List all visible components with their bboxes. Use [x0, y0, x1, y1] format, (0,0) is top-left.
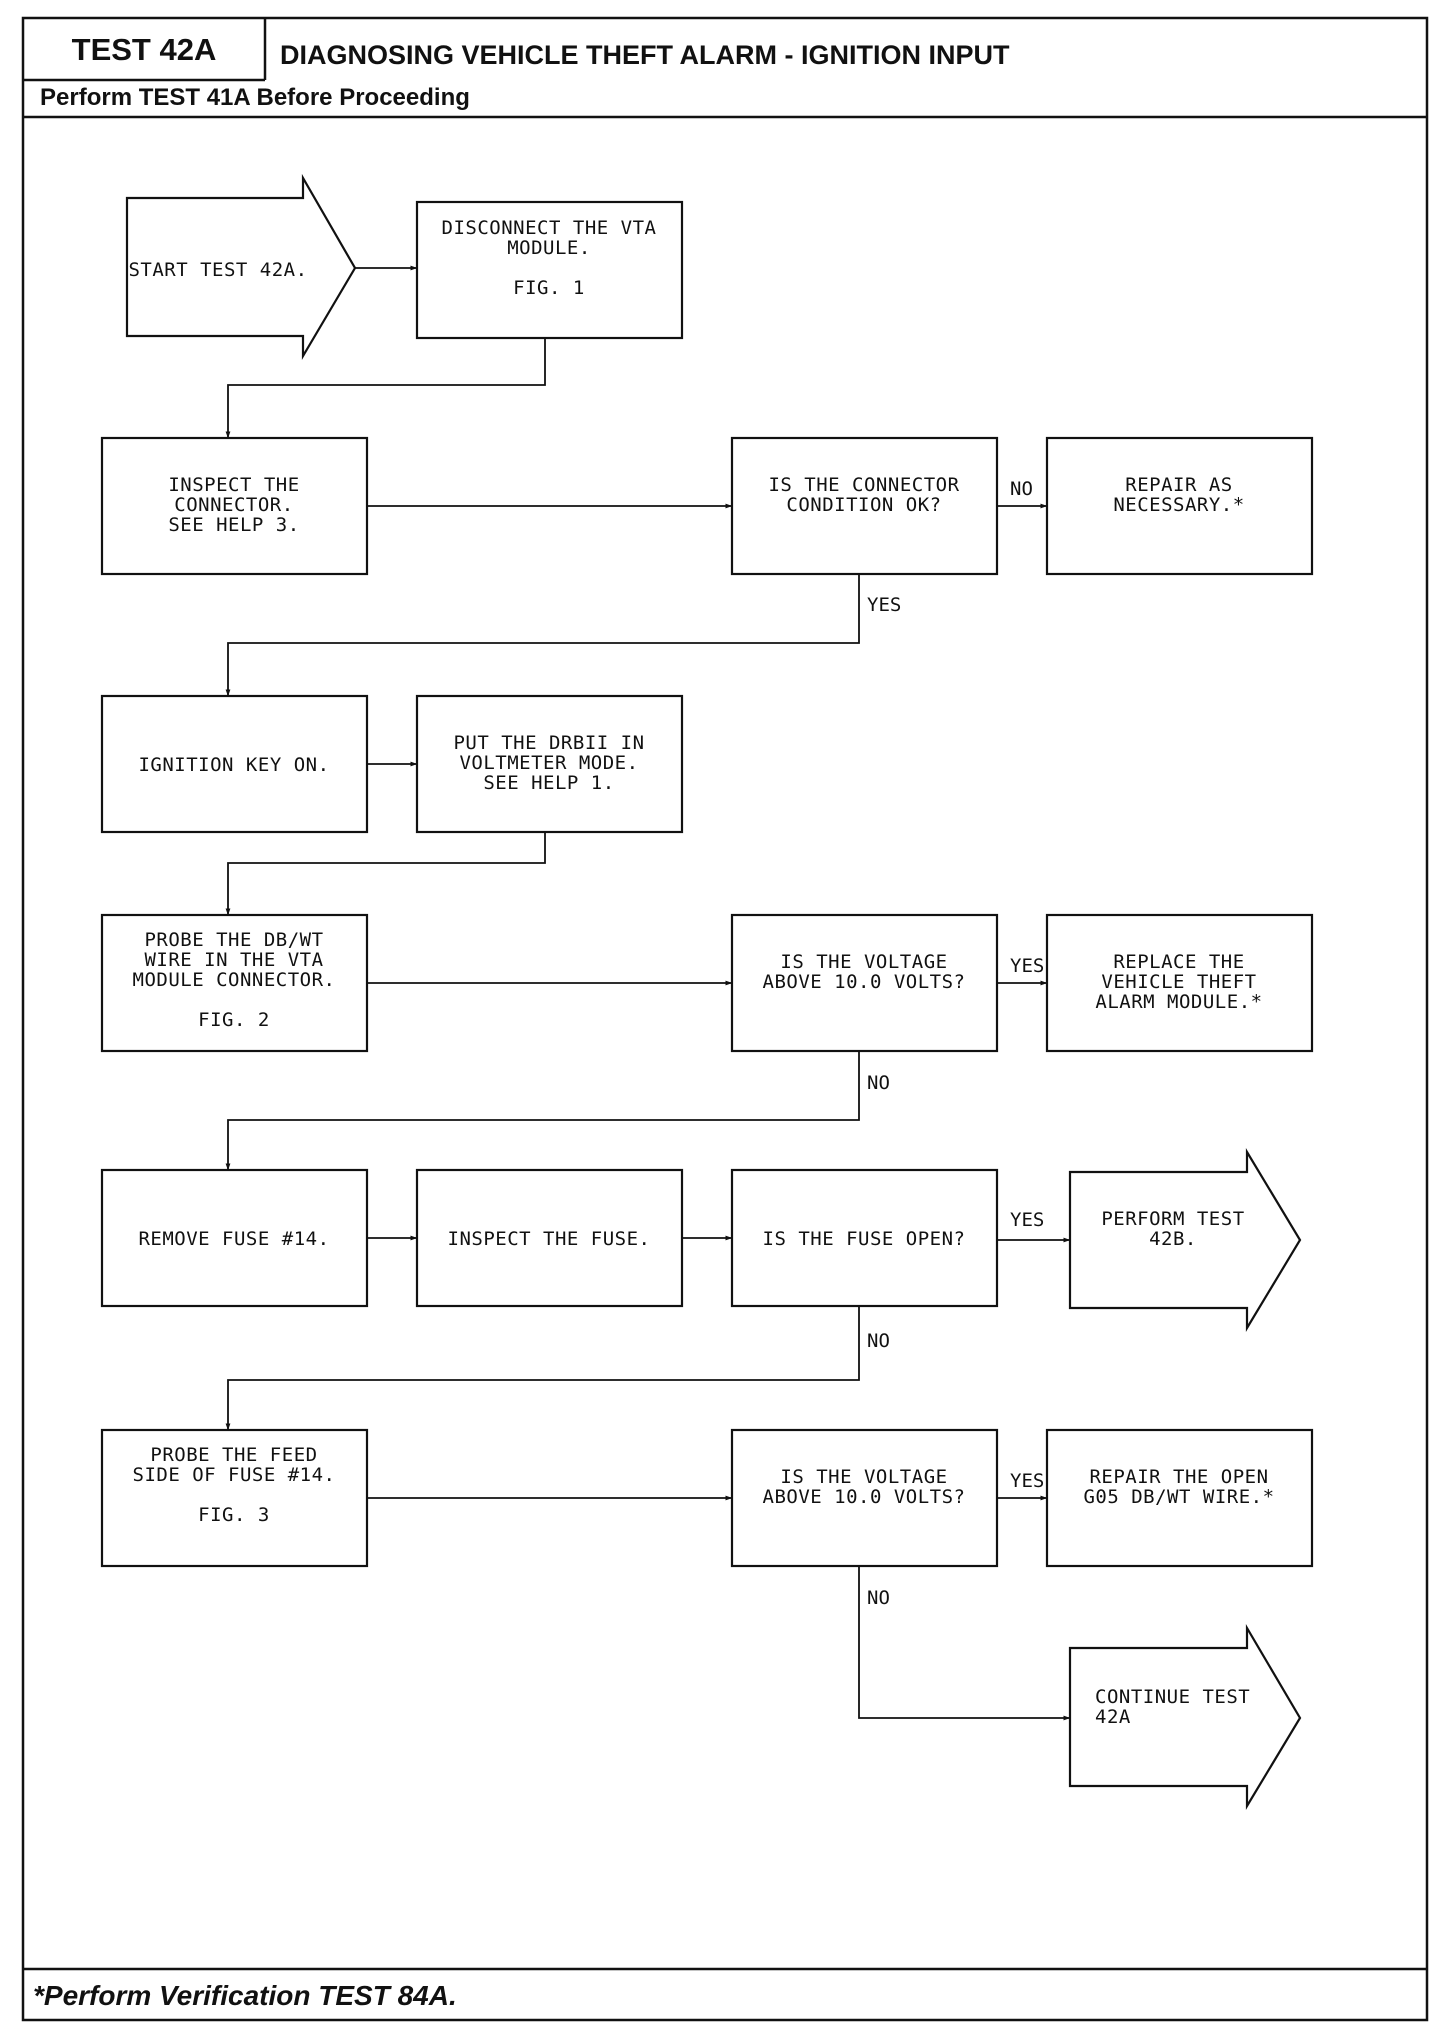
node-line: VOLTMETER MODE. [459, 752, 638, 774]
node-line: CONDITION OK? [786, 494, 941, 516]
connector-voltage-q1-no [225, 1051, 860, 1171]
node-line: IS THE FUSE OPEN? [763, 1228, 966, 1250]
node-line: SEE HELP 1. [483, 772, 614, 794]
page-subtitle: Perform TEST 41A Before Proceeding [40, 84, 470, 111]
label-yes-fuse-open: YES [1010, 1209, 1044, 1231]
label-no-fuse-open: NO [867, 1330, 890, 1352]
node-line: MODULE. [507, 237, 591, 259]
node-line: ABOVE 10.0 VOLTS? [763, 971, 966, 993]
node-line: FIG. 1 [513, 277, 585, 299]
node-line: IS THE VOLTAGE [780, 1466, 947, 1488]
node-line: 42A [1095, 1706, 1131, 1728]
node-line: REPAIR THE OPEN [1089, 1466, 1268, 1488]
node-line: ALARM MODULE.* [1095, 991, 1262, 1013]
node-line: IS THE VOLTAGE [780, 951, 947, 973]
connector-question-yes [225, 574, 860, 697]
label-no-connector: NO [1010, 478, 1033, 500]
label-yes-voltage-q2: YES [1010, 1470, 1044, 1492]
label-yes-connector: YES [867, 594, 901, 616]
node-line: WIRE IN THE VTA [144, 949, 323, 971]
start-arrow-shape [125, 173, 357, 361]
node-line: VEHICLE THEFT [1101, 971, 1256, 993]
node-line: INSPECT THE [168, 474, 299, 496]
node-line: FIG. 3 [198, 1504, 270, 1526]
node-line: IGNITION KEY ON. [138, 754, 329, 776]
node-line: REPLACE THE [1113, 951, 1244, 973]
inspect-fuse-text: INSPECT THE FUSE. [448, 1228, 651, 1250]
ignition-on-text: IGNITION KEY ON. [138, 754, 329, 776]
perform-42b-arrow-shape [1068, 1148, 1302, 1332]
node-line: ABOVE 10.0 VOLTS? [763, 1486, 966, 1508]
node-line: 42B. [1149, 1228, 1197, 1250]
label-no-voltage-q2: NO [867, 1587, 890, 1609]
node-line: START TEST 42A. [128, 259, 307, 281]
node-line: SIDE OF FUSE #14. [133, 1464, 336, 1486]
connector-fuse-open-no [225, 1306, 860, 1431]
node-line: REMOVE FUSE #14. [138, 1228, 329, 1250]
node-line: CONNECTOR. [174, 494, 293, 516]
node-line: INSPECT THE FUSE. [448, 1228, 651, 1250]
footer-note: *Perform Verification TEST 84A. [33, 1980, 457, 2011]
node-line: DISCONNECT THE VTA [442, 217, 657, 239]
remove-fuse-text: REMOVE FUSE #14. [138, 1228, 329, 1250]
label-no-voltage-q1: NO [867, 1072, 890, 1094]
node-line [228, 1484, 240, 1506]
connector-drbii-to-probe [225, 832, 546, 916]
node-line: CONTINUE TEST [1095, 1686, 1250, 1708]
node-line: PERFORM TEST [1101, 1208, 1244, 1230]
start-text: START TEST 42A. [128, 259, 307, 281]
node-line [543, 257, 555, 279]
node-line [228, 989, 240, 1011]
page-title: DIAGNOSING VEHICLE THEFT ALARM - IGNITIO… [280, 40, 1010, 70]
label-yes-voltage-q1: YES [1010, 955, 1044, 977]
node-line: PUT THE DRBII IN [453, 732, 644, 754]
fuse-open-text: IS THE FUSE OPEN? [763, 1228, 966, 1250]
node-line: REPAIR AS [1125, 474, 1232, 496]
connector-disconnect-to-inspect [225, 338, 546, 439]
node-line: IS THE CONNECTOR [768, 474, 959, 496]
node-line: FIG. 2 [198, 1009, 270, 1031]
connector-voltage-q2-no [858, 1566, 1071, 1721]
node-line: MODULE CONNECTOR. [133, 969, 336, 991]
node-line: PROBE THE DB/WT [144, 929, 323, 951]
node-line: G05 DB/WT WIRE.* [1083, 1486, 1274, 1508]
page-frame [21, 16, 1429, 2022]
node-line: SEE HELP 3. [168, 514, 299, 536]
node-line: PROBE THE FEED [150, 1444, 317, 1466]
continue-42a-arrow-shape [1068, 1623, 1302, 1810]
node-line: NECESSARY.* [1113, 494, 1244, 516]
test-id: TEST 42A [72, 32, 217, 67]
